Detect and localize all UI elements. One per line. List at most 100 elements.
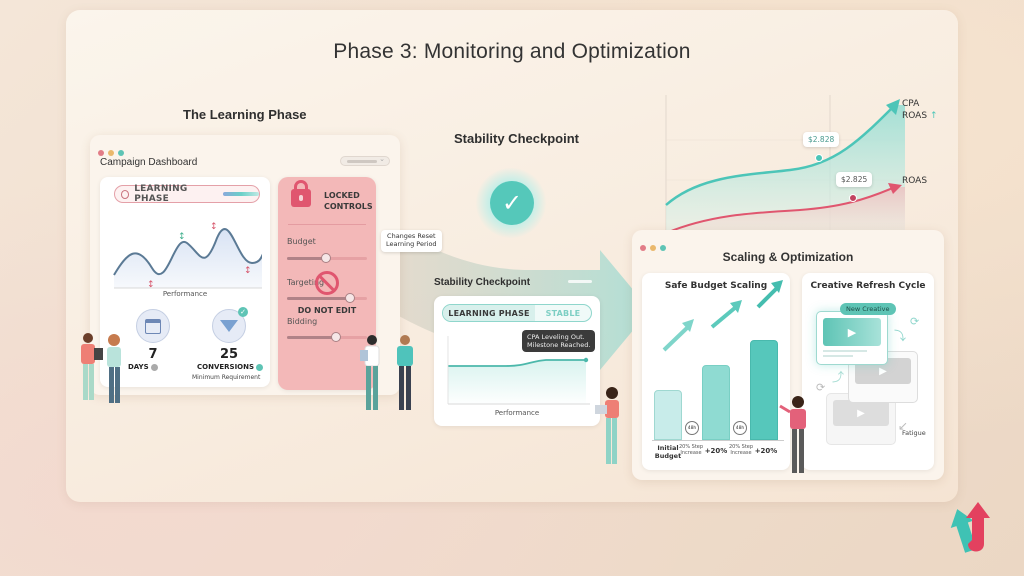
people-illustration-left: [81, 333, 121, 403]
learning-phase-card: LEARNING PHASE ↕ ↕ ↕ ↕ Performance 7 DAY…: [100, 177, 270, 387]
budget-bar-chart: 48h 48h: [652, 280, 784, 441]
cpa-legend-label: CPA: [902, 99, 920, 109]
performance-chart-volatile: ↕ ↕ ↕ ↕: [113, 222, 262, 290]
svg-text:↕: ↕: [244, 266, 252, 276]
cycle-arrow-icon: ↙: [898, 419, 909, 433]
stability-card-label: Stability Checkpoint: [434, 277, 531, 288]
learning-phase-heading: The Learning Phase: [183, 107, 307, 122]
fatigue-label: Fatigue: [902, 429, 926, 437]
creative-refresh-card: Creative Refresh Cycle ▶ New Creative ▶ …: [802, 273, 934, 470]
refresh-icon: ⟳: [816, 381, 826, 394]
minimize-dot[interactable]: [108, 150, 114, 156]
tooltip-line2: Milestone Reached.: [527, 341, 591, 350]
play-icon: ▶: [823, 318, 881, 346]
toggle-learning-phase[interactable]: LEARNING PHASE: [443, 305, 535, 321]
cpa-point-label: $2.828: [803, 132, 840, 147]
conversions-note: Minimum Requirement: [192, 374, 261, 381]
step-label: 20% Step Increase: [728, 444, 754, 456]
play-icon: ▶: [833, 400, 889, 426]
performance-chart-stable: [447, 336, 590, 406]
changes-reset-tooltip: Changes Reset Learning Period: [381, 230, 442, 252]
arrow-up-icon: ↑: [929, 110, 938, 121]
tooltip-line1: Changes Reset: [387, 232, 436, 240]
svg-text:↕: ↕: [147, 280, 155, 290]
locked-controls-card: LOCKED CONTROLS Budget Targeting DO NOT …: [278, 177, 376, 390]
window-controls: [640, 236, 670, 255]
maximize-dot[interactable]: [660, 245, 666, 251]
days-label: DAYS: [128, 363, 159, 371]
conversions-value: 25: [219, 347, 239, 362]
bidding-label: Bidding: [287, 317, 318, 326]
person-illustration-tablet: [595, 387, 619, 464]
locked-controls-title: LOCKED CONTROLS: [324, 191, 373, 213]
lock-icon: [291, 180, 311, 207]
learning-phase-pill: LEARNING PHASE: [114, 184, 260, 204]
growth-arrows: [662, 280, 783, 352]
timer-icon: 48h: [685, 421, 699, 435]
bidding-slider-knob[interactable]: [331, 332, 341, 342]
do-not-edit-warning: DO NOT EDIT: [297, 306, 357, 315]
roas-point-label: $2.825: [836, 172, 873, 187]
targeting-slider[interactable]: [287, 293, 367, 303]
chart-label: Performance: [494, 409, 540, 417]
bar-step-2: [750, 340, 778, 440]
cpa-roas-legend: CPA ROAS ↑: [902, 99, 937, 122]
tooltip-line1: CPA Leveling Out.: [527, 333, 585, 341]
locked-title-line1: LOCKED: [324, 191, 360, 200]
budget-slider[interactable]: [287, 253, 367, 263]
tooltip-line2: Learning Period: [386, 239, 437, 248]
window-controls: [98, 141, 128, 160]
scaling-window-title: Scaling & Optimization: [722, 250, 854, 264]
minimize-dot[interactable]: [650, 245, 656, 251]
scaling-window: Scaling & Optimization Safe Budget Scali…: [632, 230, 944, 480]
bar-label-plus-20: +20%: [704, 447, 728, 455]
cycle-arrow-icon: ⤵: [894, 329, 907, 343]
svg-text:↕: ↕: [210, 222, 218, 232]
budget-slider-knob[interactable]: [321, 253, 331, 263]
people-illustration-center: [360, 335, 413, 410]
check-badge-icon: ✓: [238, 307, 248, 317]
bar-label-plus-20: +20%: [754, 447, 778, 455]
targeting-slider-knob[interactable]: [345, 293, 355, 303]
stability-checkpoint-heading: Stability Checkpoint: [454, 131, 579, 146]
funnel-icon: ✓: [212, 307, 248, 343]
close-dot[interactable]: [640, 245, 646, 251]
divider: [288, 224, 366, 225]
phase-toggle[interactable]: LEARNING PHASE STABLE: [442, 304, 592, 322]
arrow-indicator: [568, 280, 592, 283]
window-title: Campaign Dashboard: [100, 157, 198, 168]
toggle-stable[interactable]: STABLE: [545, 308, 581, 318]
info-icon[interactable]: [151, 363, 159, 371]
close-dot[interactable]: [98, 150, 104, 156]
timer-icon: 48h: [733, 421, 747, 435]
page-title: Phase 3: Monitoring and Optimization: [333, 40, 691, 63]
brand-logo: [950, 502, 990, 553]
budget-label: Budget: [287, 237, 316, 246]
chart-label: Performance: [162, 290, 208, 298]
days-label-text: DAYS: [128, 363, 149, 371]
chevron-down-icon: ⌄: [379, 155, 385, 163]
bidding-slider[interactable]: [287, 332, 367, 342]
safe-budget-scaling-title: Safe Budget Scaling: [664, 281, 768, 291]
conversions-label: CONVERSIONS: [197, 363, 264, 371]
dashboard-dropdown[interactable]: ⌄: [340, 155, 390, 166]
cpa-leveling-tooltip: CPA Leveling Out. Milestone Reached.: [522, 330, 596, 353]
prohibited-icon: [315, 271, 339, 295]
roas-legend-label: ROAS: [902, 110, 928, 121]
phase-pill-label: LEARNING PHASE: [134, 184, 188, 204]
new-creative-badge: New Creative: [840, 303, 896, 315]
campaign-dashboard-window: Campaign Dashboard ⌄ LEARNING PHASE ↕ ↕ …: [90, 135, 400, 395]
maximize-dot[interactable]: [118, 150, 124, 156]
step-label: 20% Step Increase: [678, 444, 704, 456]
check-icon: [256, 363, 264, 371]
cycle-arrow-icon: ⤴: [832, 370, 845, 384]
progress-indicator: [223, 192, 260, 196]
refresh-icon: ⟳: [910, 315, 920, 328]
new-creative-card[interactable]: ▶: [816, 311, 888, 365]
days-value: 7: [148, 347, 158, 362]
roas-label: ROAS: [902, 176, 928, 186]
safe-budget-scaling-card: Safe Budget Scaling 48h 48h Initial Budg…: [642, 273, 790, 470]
targeting-label: Targeting: [287, 278, 325, 287]
cpa-roas-trend-chart: [665, 95, 905, 235]
svg-text:↕: ↕: [178, 232, 186, 242]
